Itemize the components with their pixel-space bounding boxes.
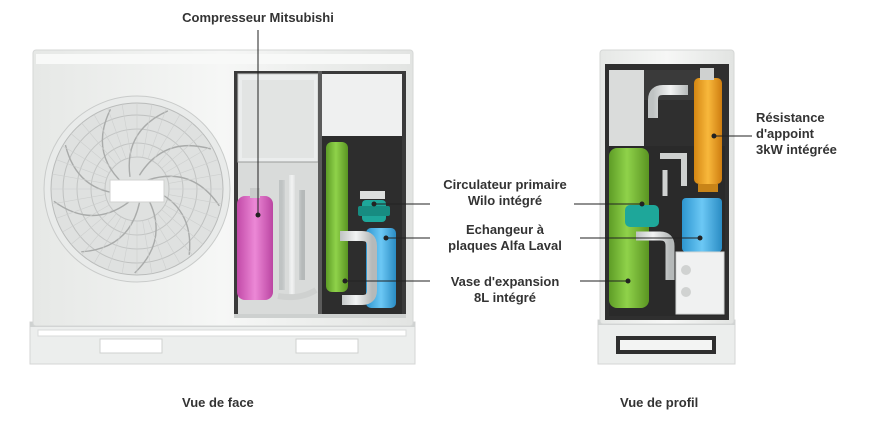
caption-front: Vue de face: [182, 395, 254, 410]
resistance-heater: [694, 78, 722, 184]
label-echangeur: Echangeur à plaques Alfa Laval: [430, 222, 580, 254]
label-resistance: Résistance d'appoint 3kW intégrée: [756, 110, 868, 158]
label-echangeur-line2: plaques Alfa Laval: [448, 238, 562, 253]
fan-grille-icon: [43, 95, 231, 283]
fan-blade: [138, 145, 212, 176]
label-echangeur-line1: Echangeur à: [465, 222, 545, 237]
label-circulateur: Circulateur primaire Wilo intégré: [430, 177, 580, 209]
label-compresseur: Compresseur Mitsubishi: [160, 10, 356, 26]
fan-grille-wire: [70, 133, 113, 169]
fan-grille-wire: [168, 194, 222, 205]
fan-grille-wire: [152, 114, 181, 162]
label-resistance-line2: d'appoint: [756, 126, 814, 141]
fan-grille-wire: [168, 173, 222, 184]
label-vase-line2: 8L intégré: [474, 290, 536, 305]
fan-grille-wire: [81, 213, 117, 256]
label-resistance-line1: Résistance: [756, 110, 825, 125]
fan-grille-wire: [81, 122, 117, 165]
fan-grille-wire: [157, 213, 193, 256]
fan-grille-wire: [161, 209, 204, 245]
fan-grille-wire: [62, 145, 110, 174]
fan-grille-wire: [121, 104, 132, 158]
side-pump: [625, 205, 659, 227]
fan-grille-wire: [52, 173, 106, 184]
fan-grille-wire: [161, 133, 204, 169]
side-blue-tank: [682, 198, 722, 252]
fan-grille-wire: [121, 220, 132, 274]
fan-grille-wire: [164, 145, 212, 174]
fan-blade: [53, 200, 131, 217]
fan-grille-wire: [166, 159, 218, 179]
fan-grille-wire: [93, 216, 122, 264]
fan-grille-wire: [147, 218, 167, 270]
caption-side: Vue de profil: [620, 395, 699, 410]
label-resistance-line3: 3kW intégrée: [756, 142, 837, 157]
compressor-tank: [237, 196, 273, 300]
fan-grille-wire: [52, 194, 106, 205]
label-vase-line1: Vase d'expansion: [450, 274, 560, 289]
fan-grille-wire: [166, 199, 218, 219]
fan-blade: [128, 110, 169, 177]
fan-grille-wire: [56, 199, 108, 219]
fan-grille-wire: [107, 218, 127, 270]
side-green-tank: [609, 148, 649, 308]
fan-grille-wire: [56, 159, 108, 179]
fan-blade: [134, 197, 157, 274]
front-green-tank: [326, 142, 348, 292]
fan-grille-wire: [157, 122, 193, 165]
label-circulateur-line1: Circulateur primaire: [443, 177, 567, 192]
fan-blade: [81, 202, 141, 253]
fan-grille-wire: [62, 204, 110, 233]
fan-grille-wire: [147, 108, 167, 160]
leader-dots: [255, 133, 717, 284]
front-view-unit: [29, 49, 416, 365]
fan-grille-wire: [142, 220, 153, 274]
fan-grille-wire: [152, 216, 181, 264]
front-base-slot-left: [99, 338, 163, 354]
fan-grille-wire: [93, 114, 122, 162]
label-compresseur-text: Compresseur Mitsubishi: [182, 10, 334, 25]
side-view-unit: [597, 49, 736, 365]
front-base-slot-right: [295, 338, 359, 354]
leader-lines: [257, 30, 752, 282]
fan-grille-wire: [164, 204, 212, 233]
label-circulateur-line2: Wilo intégré: [467, 193, 543, 208]
fan-grille-wire: [70, 209, 113, 245]
fan-grille-wire: [142, 104, 153, 158]
pump-icon: [358, 200, 390, 222]
fan-grille-wire: [107, 108, 127, 160]
label-vase: Vase d'expansion 8L intégré: [430, 274, 580, 306]
fan-blade: [101, 109, 125, 185]
fan-blade: [147, 175, 220, 207]
